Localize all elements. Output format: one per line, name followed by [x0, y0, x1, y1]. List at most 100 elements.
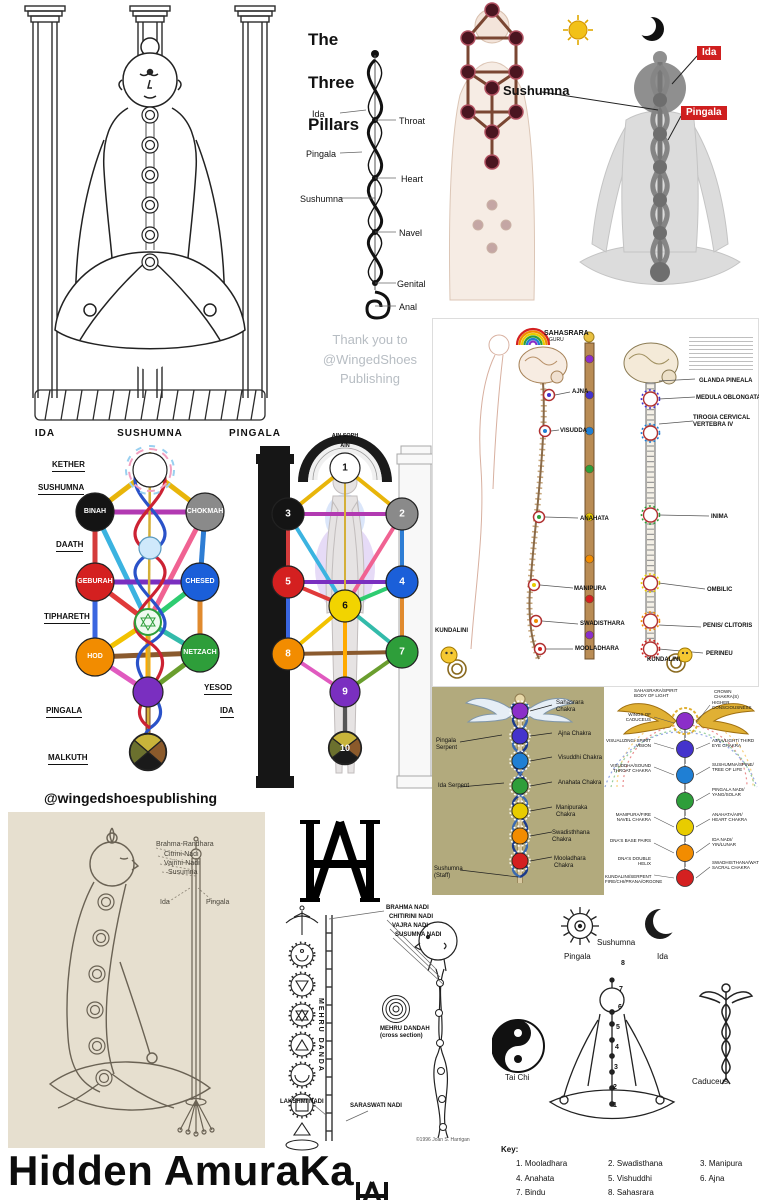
tree-label-tiphareth: TIPHARETH	[44, 612, 90, 624]
body-label-genital: Genital	[397, 279, 426, 289]
medula-label: MEDULA OBLONGATA	[696, 395, 759, 401]
tree-label-ida: IDA	[220, 706, 234, 718]
winged-right-label-0: HIGHER CONSCIOUSNESS	[712, 700, 752, 711]
glanda-pineala-label: GLANDA PINEALA	[699, 378, 753, 384]
tree-label-kether: KETHER	[52, 460, 85, 472]
tree-label-daath: DAATH	[56, 540, 84, 552]
winged-top-left-label: SAHASRARA/SPIRIT BODY OF LIGHT	[634, 688, 678, 699]
brahma-randhara-label: Brahma-Randhara	[156, 841, 214, 848]
key-item-4: 4. Anahata	[516, 1174, 555, 1183]
sephira-8: 8	[285, 648, 291, 660]
sephira-6: 6	[342, 600, 348, 612]
anahata-chakra-label: Anahata Chakra	[558, 780, 602, 786]
tree-of-life-numbered-panel: AIN SOPH AUR AIN SOPH AIN 1 2 3 4 5 6 7 …	[256, 418, 435, 795]
nadi-label-ida: Ida	[312, 109, 325, 119]
lakshmi-nadi-label: LAKSHMI NADI	[280, 1099, 324, 1105]
winged-right-label-5: IDA NADI/ YIN/LUNAR	[712, 837, 737, 848]
body-label-anal: Anal	[399, 302, 418, 312]
arc-label-ain-soph-aur: AIN SOPH AUR	[325, 422, 365, 428]
vajra-nadi-label: VAJRA NADI	[392, 923, 429, 929]
collage-title: Hidden AmuraKa	[8, 1147, 355, 1194]
body-label-throat: Throat	[399, 116, 426, 126]
meditator-outline	[548, 977, 676, 1120]
anahata-label: ANAHATA	[580, 516, 609, 522]
caduceus-icon	[698, 983, 754, 1085]
key-item-3: 3. Manipura	[700, 1159, 743, 1168]
body-label-heart: Heart	[401, 174, 424, 184]
tree-label-sushumna: SUSHUMNA	[38, 483, 85, 495]
symbol-sushumna-label: Sushumna	[597, 938, 636, 947]
sphere-label-chesed: CHESED	[185, 578, 215, 586]
profile-figure-art	[48, 827, 215, 1137]
spine-number-4: 4	[615, 1044, 619, 1051]
cranium-notes-text	[689, 337, 753, 373]
winged-left-label-1: VISUALIZING/ SPIRIT VISION	[605, 738, 651, 749]
sephira-4: 4	[399, 576, 405, 588]
winged-right-label-2: SUSHUMNA/SPINE/ TREE OF LIFE	[712, 762, 754, 773]
arc-label-ain: AIN	[340, 443, 350, 449]
symbols-art	[492, 907, 754, 1120]
sushumna-staff-label: Sushumna (Staff)	[434, 866, 463, 879]
sphere-label-netzach: NETZACH	[183, 649, 217, 657]
tree-label-pingala: PINGALA	[46, 706, 82, 718]
key-item-6: 6. Ajna	[700, 1174, 725, 1183]
symbol-ida-label: Ida	[657, 952, 669, 961]
manipuraka-chakra-label: Manipuraka Chakra	[556, 805, 588, 818]
ha-monogram-logo	[300, 820, 380, 902]
winged-left-label-3: MANIPURA/FIRE NAVEL CHAKRA	[615, 812, 651, 823]
spine-number-1: 1	[613, 1102, 617, 1109]
tree-label-yesod: YESOD	[204, 683, 233, 695]
sahasrara-label: SAHASRARA	[544, 330, 589, 337]
tree-of-life-numbered-art	[256, 435, 435, 789]
caduceus-olive-art	[459, 693, 576, 883]
key-title: Key:	[501, 1145, 519, 1154]
winged-left-label-0: WINGS OF CADUCEUS	[625, 712, 651, 723]
ajna-chakra-label: Ajna Chakra	[558, 731, 592, 737]
torso-pingala-tag: Pingala	[681, 106, 727, 120]
vajrini-nadi-label: Vajrini-Nadi	[164, 860, 200, 867]
torso-ida-tag: Ida	[697, 46, 722, 60]
sahasrara-chakra-label: Sahasrara Chakra	[556, 700, 584, 713]
ha-monogram-partial	[356, 1181, 388, 1200]
torso-sushumna-label: Sushumna	[503, 83, 570, 98]
swadisthara-label: SWADISTHARA	[580, 621, 625, 627]
mehru-dandah-panel: BRAHMA NADI CHITIRINI NADI VAJRA NADI SU…	[268, 903, 492, 1153]
sephira-1: 1	[342, 462, 348, 474]
winged-left-label-5: DNA'S DOUBLE HELIX	[617, 856, 651, 867]
caduceus-olive-panel: Sahasrara Chakra Ajna Chakra Visuddhi Ch…	[432, 687, 604, 895]
yin-yang-icon	[492, 1019, 545, 1073]
cross-section-label: MEHRU DANDAH (cross section)	[380, 1026, 430, 1039]
key-item-2: 2. Swadisthana	[608, 1159, 663, 1168]
sphere-label-hod: HOD	[87, 653, 103, 661]
kundalini-right-label: KUNDALINI	[647, 657, 680, 663]
chitirini-nadi-label: CHITIRINI NADI	[389, 914, 433, 920]
key-item-7: 7. Bindu	[516, 1188, 546, 1197]
caduceus-label: Caduceus	[692, 1077, 729, 1086]
kundalini-left-label: KUNDALINI	[435, 628, 468, 634]
crescent-moon-icon	[645, 908, 679, 939]
visuddhi-chakra-label: Visuddhi Chakra	[558, 755, 602, 761]
nadi-label-sushumna: Sushumna	[300, 194, 344, 204]
tai-chi-label: Tai Chi	[505, 1073, 530, 1082]
sephira-2: 2	[399, 508, 405, 520]
symbol-pingala-label: Pingala	[564, 952, 591, 961]
moon-icon	[636, 16, 664, 41]
winged-column-art	[604, 703, 758, 890]
ombilic-label: OMBILIC	[707, 587, 733, 593]
key-item-8: 8. Sahasrara	[608, 1188, 654, 1197]
torso-meditator-panel: Sushumna Ida Pingala	[430, 0, 759, 318]
profile-figure-panel: Brahma-Randhara Citrini-Nadi Vajrini-Nad…	[8, 812, 265, 1148]
spine-number-5: 5	[616, 1024, 620, 1031]
tree-of-life-left-art	[75, 445, 225, 772]
spine-anatomy-art	[440, 327, 710, 679]
tree-of-life-left-panel: KETHER SUSHUMNA DAATH TIPHARETH PINGALA …	[28, 438, 260, 810]
tiroida-label: TIROGIA CERVICAL VERTEBRA IV	[693, 415, 750, 428]
citrini-nadi-label: Citrini-Nadi	[164, 851, 199, 858]
mooladhara-label: MOOLADHARA	[575, 646, 619, 652]
visudda-label: VISUDDA	[560, 428, 588, 434]
winged-column-panel: SAHASRARA/SPIRIT BODY OF LIGHT CROWN CHA…	[604, 687, 759, 895]
key-item-1: 1. Mooladhara	[516, 1159, 568, 1168]
ajna-label: AJNA	[572, 389, 589, 395]
guru-label: GURU	[549, 337, 564, 343]
spine-number-3: 3	[614, 1064, 618, 1071]
